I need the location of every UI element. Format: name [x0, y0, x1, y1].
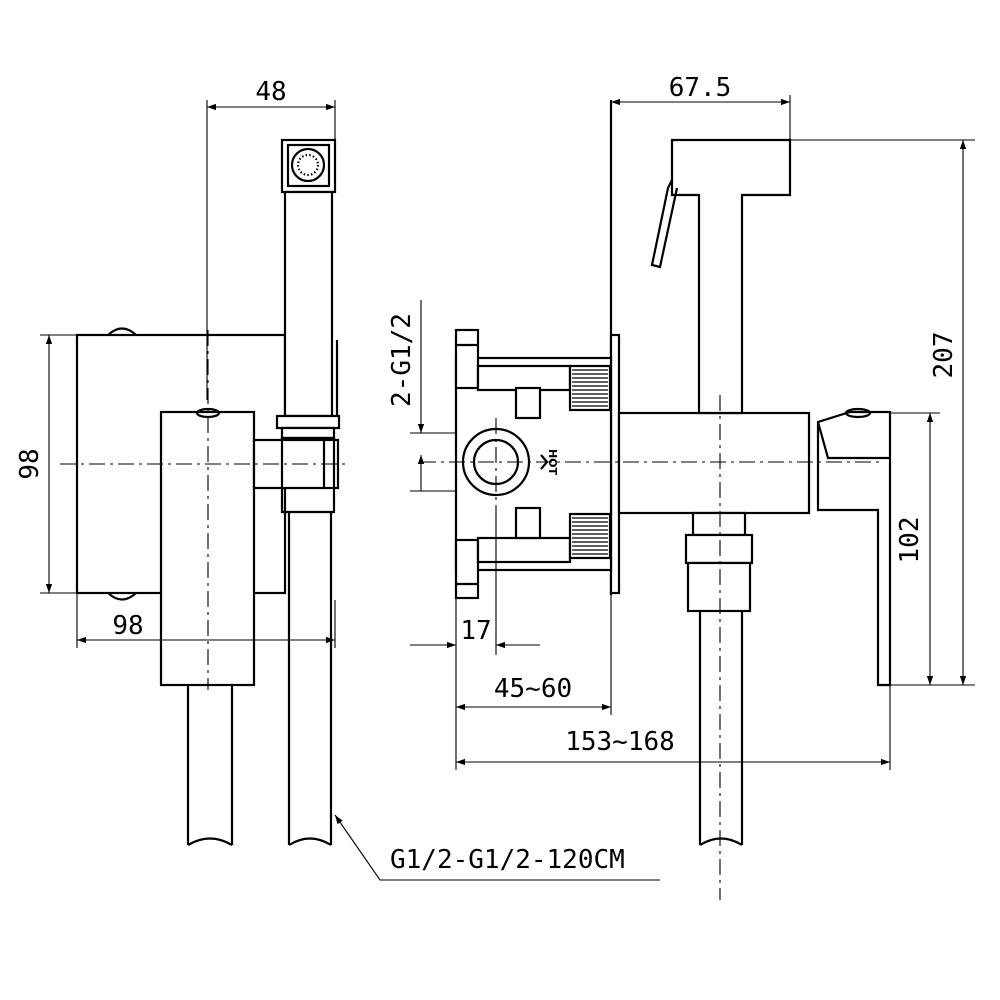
dim-102-label: 102 — [895, 517, 925, 564]
dim-17-label: 17 — [460, 616, 491, 646]
inlet-bottom-cap — [454, 538, 480, 600]
dim-67-5-label: 67.5 — [669, 73, 732, 103]
hose-nut — [684, 533, 754, 565]
hose-right — [287, 512, 333, 845]
trigger-lever — [650, 179, 679, 269]
sprayer-collar-lower — [280, 426, 336, 440]
inlet-top-cap — [454, 328, 480, 390]
side-view: HOT 67.5 2-G1/2 17 — [387, 73, 975, 900]
sprayer-nozzle-icon — [286, 143, 331, 188]
thread-spec-label: 2-G1/2 — [387, 313, 417, 407]
dim-98-vertical-label: 98 — [15, 448, 45, 479]
plate-knob-bottom — [107, 592, 137, 601]
hose-spec-label: G1/2-G1/2-120CM — [390, 845, 625, 875]
thread-top — [568, 364, 612, 412]
dim-98-horizontal-label: 98 — [112, 611, 143, 641]
dim-153-168-label: 153~168 — [565, 727, 675, 757]
dim-45-60-label: 45~60 — [494, 674, 572, 704]
thread-bottom — [568, 512, 612, 560]
hose-left-break — [187, 837, 233, 846]
hose-side — [698, 611, 744, 845]
mixer-lever — [816, 410, 892, 687]
hose-right-break — [288, 837, 332, 846]
sprayer-collar — [275, 414, 341, 430]
dim-48-label: 48 — [255, 77, 286, 107]
front-view: 48 98 98 G1/2-G1/2-120CM — [15, 77, 660, 881]
dim-207-label: 207 — [929, 332, 959, 379]
sprayer-side — [670, 138, 792, 415]
sprayer-grip — [283, 190, 334, 418]
plate-knob-top — [107, 327, 137, 336]
hose-left — [186, 685, 234, 845]
wall-flange — [609, 333, 621, 595]
holder-cup — [280, 436, 336, 514]
hot-marking: HOT — [546, 449, 559, 476]
spout-body — [617, 411, 811, 515]
sprayer-head — [280, 138, 337, 194]
